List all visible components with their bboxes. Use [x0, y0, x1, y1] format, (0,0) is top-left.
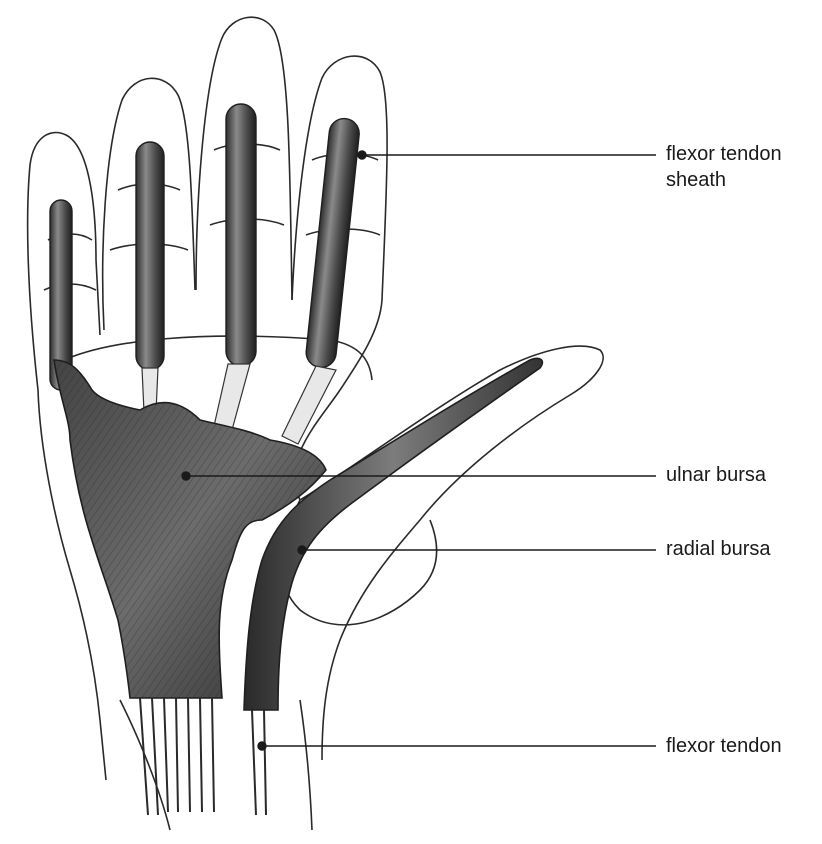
sheath-ring-finger — [136, 142, 164, 370]
leader-dot-radial-bursa — [298, 546, 306, 554]
label-line: radial bursa — [666, 536, 771, 562]
label-line: sheath — [666, 167, 782, 193]
sheath-index-finger — [305, 117, 361, 369]
leader-dot-flexor-tendon — [258, 742, 266, 750]
label-ulnar-bursa: ulnar bursa — [666, 462, 766, 488]
leader-dot-flexor-tendon-sheath — [358, 151, 366, 159]
wrist-tendons — [140, 698, 214, 815]
label-line: flexor tendon — [666, 141, 782, 167]
label-line: ulnar bursa — [666, 462, 766, 488]
label-radial-bursa: radial bursa — [666, 536, 771, 562]
label-flexor-tendon-sheath: flexor tendon sheath — [666, 141, 782, 193]
label-line: flexor tendon — [666, 733, 782, 759]
leader-dot-ulnar-bursa — [182, 472, 190, 480]
label-flexor-tendon: flexor tendon — [666, 733, 782, 759]
sheath-middle-finger — [226, 104, 256, 366]
